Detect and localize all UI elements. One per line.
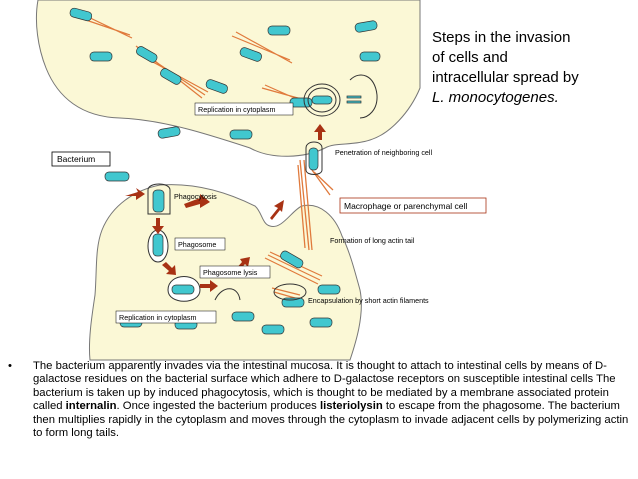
bacteria-bottom-cell	[119, 250, 341, 335]
svg-text:Replication in cytoplasm: Replication in cytoplasm	[119, 313, 197, 322]
phagocytosis-cup	[147, 183, 171, 215]
label-long-actin: Formation of long actin tail	[330, 236, 415, 245]
label-bacterium: Bacterium	[51, 151, 111, 167]
svg-text:Encapsulation by short actin f: Encapsulation by short actin filaments	[308, 296, 429, 305]
label-penetration: Penetration of neighboring cell	[335, 148, 433, 157]
text-part-3: to escape from the phagosome. The bacter…	[33, 400, 629, 440]
label-replication-top: Replication in cytoplasm	[194, 102, 294, 116]
text-part-2: . Once ingested the bacterium produces	[116, 400, 320, 413]
svg-text:Replication in cytoplasm: Replication in cytoplasm	[198, 105, 276, 114]
penetrating-bacterium	[305, 141, 323, 175]
svg-text:Phagosome: Phagosome	[178, 240, 216, 249]
title-line-2: of cells and	[432, 49, 508, 66]
encapsulated-bacterium	[273, 283, 307, 301]
diagram-title: Steps in the invasion of cells and intra…	[432, 28, 632, 108]
phagosome-lysis	[167, 276, 241, 302]
neighboring-cell	[35, 0, 421, 157]
title-line-1: Steps in the invasion	[432, 29, 571, 46]
label-phagocytosis: Phagocytosis	[174, 192, 217, 201]
bacteria-top-cell	[69, 7, 381, 140]
bullet-icon: •	[8, 360, 12, 372]
title-line-3: intracellular spread by	[432, 69, 579, 86]
svg-text:Macrophage or parenchymal cell: Macrophage or parenchymal cell	[344, 201, 467, 211]
bacterium-free	[104, 171, 130, 182]
svg-text:Bacterium: Bacterium	[57, 154, 95, 164]
phagosome	[147, 229, 169, 263]
label-phagosome: Phagosome	[174, 237, 226, 251]
label-replication-bottom: Replication in cytoplasm	[115, 310, 217, 324]
description-text: The bacterium apparently invades via the…	[33, 360, 633, 440]
text-part-1: The bacterium apparently invades via the…	[33, 360, 616, 413]
process-arrows	[125, 124, 326, 292]
svg-text:Penetration of neighboring cel: Penetration of neighboring cell	[335, 148, 433, 157]
vacuole-bacterium	[311, 95, 362, 105]
svg-text:Phagocytosis: Phagocytosis	[174, 192, 217, 201]
label-macrophage: Macrophage or parenchymal cell	[339, 197, 487, 214]
label-encapsulation: Encapsulation by short actin filaments	[308, 296, 429, 305]
term-internalin: internalin	[65, 400, 117, 413]
svg-text:Formation of long actin tail: Formation of long actin tail	[330, 236, 415, 245]
svg-text:Phagosome lysis: Phagosome lysis	[203, 268, 258, 277]
double-membrane-vacuole	[303, 74, 378, 119]
term-listeriolysin: listeriolysin	[319, 400, 383, 413]
label-phagosome-lysis: Phagosome lysis	[199, 265, 271, 279]
title-line-4: L. monocytogenes.	[432, 89, 559, 106]
